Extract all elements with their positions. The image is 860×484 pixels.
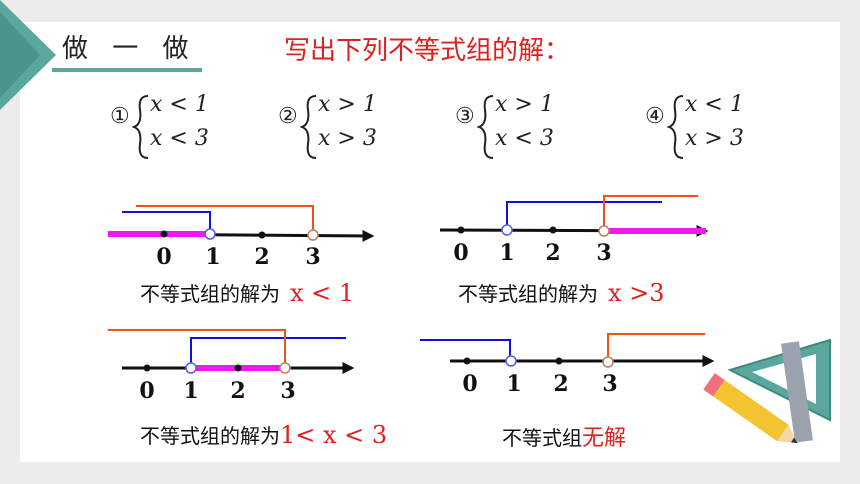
open-point-3 [307,229,319,241]
ray-x-gt-1 [190,337,346,366]
inequality-top: x > 1 [318,92,377,117]
inequality-bottom: x > 3 [318,126,377,151]
brace-icon [132,95,149,159]
number-line-2: 0 1 2 3 [439,195,709,266]
tick-label: 3 [596,240,611,266]
answer-text: 不等式组的解为 [140,424,280,448]
answer-value: 无解 [582,426,627,451]
brace-icon [300,95,317,159]
section-title: 做 一 做 [62,34,197,64]
answer-text: 不等式组的解为 [140,282,280,306]
corner-triangle-icon [0,0,56,110]
ray-x-lt-3 [136,205,314,234]
tick-label: 1 [506,371,521,397]
open-point-3 [279,362,291,374]
tick-label: 1 [183,378,198,404]
open-point-1 [505,355,517,367]
inequality-top: x < 1 [150,92,209,117]
tick-label: 1 [205,244,220,270]
ray-x-lt-3 [108,329,286,366]
system-4: ④ x < 1 x > 3 [645,90,785,160]
answer-value: x >3 [608,279,665,307]
title-underline [52,68,202,72]
open-point-1 [185,362,197,374]
inequality-bottom: x < 3 [150,126,209,151]
tick-dot [234,364,242,372]
inequality-top: x < 1 [685,92,744,117]
open-point-1 [204,228,216,240]
system-2: ② x > 1 x > 3 [278,90,418,160]
ray-x-gt-3 [603,195,698,228]
answer-value: 1< x < 3 [280,421,388,449]
brace-icon [667,95,684,159]
number-line-3: 0 1 2 3 [108,329,355,404]
system-number: ① [110,104,130,129]
number-line-4: 0 1 2 3 [420,333,715,397]
tick-dot [463,357,471,365]
answer-1: 不等式组的解为 x < 1 [140,278,354,307]
system-number: ④ [645,104,665,129]
tick-label: 3 [280,378,295,404]
open-point-3 [598,225,610,237]
answer-2: 不等式组的解为 x >3 [458,278,665,307]
tick-dot [160,230,168,238]
tick-label: 2 [254,244,269,270]
inequality-bottom: x < 3 [495,126,554,151]
answer-text: 不等式组的解为 [458,282,598,306]
answer-3: 不等式组的解为1< x < 3 [140,420,387,449]
answer-text: 不等式组 [502,426,582,450]
tick-label: 2 [545,240,560,266]
system-number: ② [278,104,298,129]
tick-dot [555,357,563,365]
tick-label: 3 [305,244,320,270]
ray-x-gt-3 [607,333,705,358]
inequality-top: x > 1 [495,92,554,117]
tick-label: 2 [230,378,245,404]
tick-label: 0 [139,378,154,404]
system-1: ① x < 1 x < 3 [110,90,250,160]
ray-x-lt-1 [122,211,211,232]
number-line-1: 0 1 2 3 [107,205,375,270]
tick-dot [457,226,465,234]
ray-x-lt-1 [420,339,511,358]
tick-label: 0 [156,244,171,270]
tick-label: 1 [499,240,514,266]
tick-label: 0 [453,240,468,266]
open-point-3 [602,356,614,368]
tick-dot [143,364,151,372]
tick-dot [549,226,557,234]
answer-value: x < 1 [290,279,355,307]
tick-dot [258,231,266,239]
inequality-bottom: x > 3 [685,126,744,151]
system-number: ③ [455,104,475,129]
ruler-pencil-icon [703,338,831,444]
tick-label: 3 [602,371,617,397]
tick-label: 2 [553,371,568,397]
tick-label: 0 [462,371,477,397]
ray-x-gt-1 [506,201,662,228]
open-point-1 [501,224,513,236]
slide-card [20,22,840,462]
system-3: ③ x > 1 x < 3 [455,90,595,160]
prompt-text: 写出下列不等式组的解： [284,36,571,66]
brace-icon [477,95,494,159]
answer-4: 不等式组无解 [502,420,626,452]
